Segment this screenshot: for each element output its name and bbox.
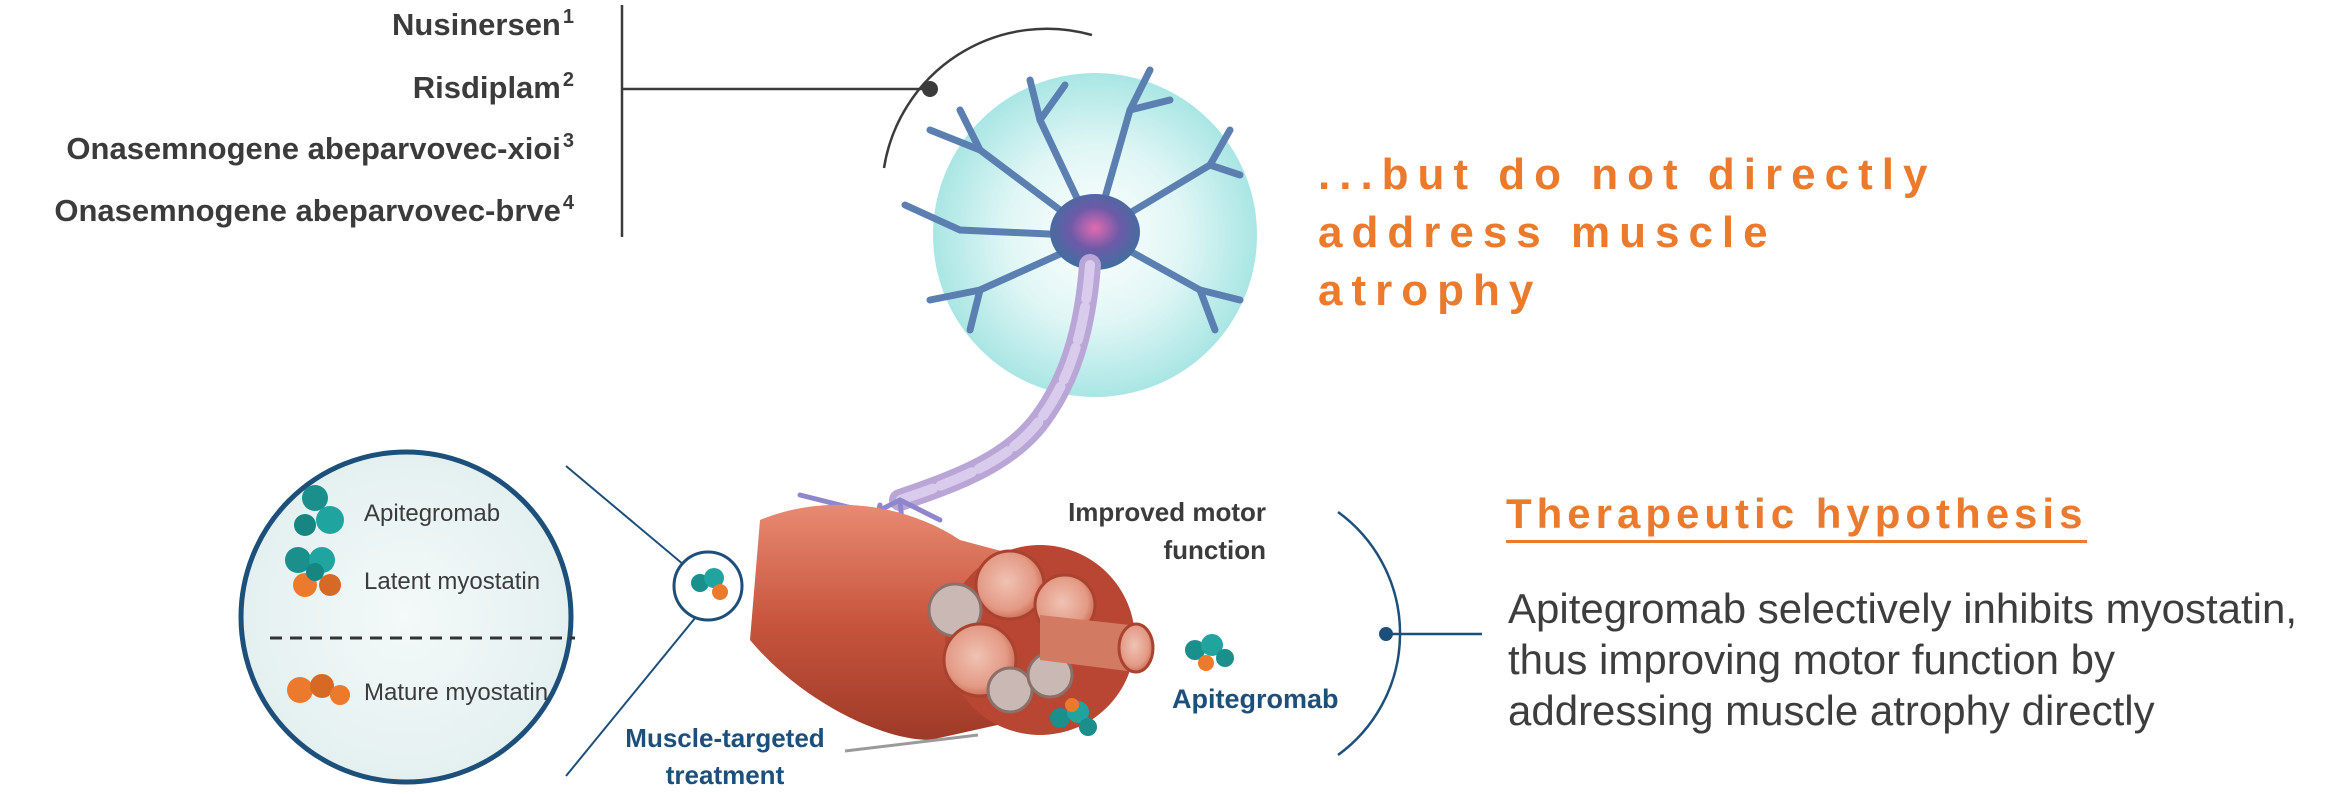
hypothesis-title: Therapeutic hypothesis (1506, 490, 2087, 543)
drug-nusinersen: Nusinersen1 (392, 7, 574, 40)
muscle-targeted-label: Muscle-targeted treatment (600, 720, 850, 794)
hypothesis-bracket (1338, 512, 1482, 755)
hypothesis-body: Apitegromab selectively inhibits myostat… (1508, 583, 2323, 736)
improved-motor-line-1: Improved motor (1040, 493, 1266, 531)
claim-text: ...but do not directly address muscle at… (1318, 146, 2038, 320)
muscle-targeted-line-1: Muscle-targeted (600, 720, 850, 757)
drug-onasemnogene-xioi: Onasemnogene abeparvovec-xioi3 (66, 131, 574, 164)
drug-onasemnogene-brve: Onasemnogene abeparvovec-brve4 (54, 193, 574, 226)
claim-line-2: address muscle (1318, 204, 2038, 262)
drug-risdiplam: Risdiplam2 (413, 70, 574, 103)
apitegromab-label: Apitegromab (1172, 684, 1339, 715)
legend-label-mature: Mature myostatin (364, 679, 548, 707)
claim-line-1: ...but do not directly (1318, 146, 2038, 204)
improved-motor-line-2: function (1040, 531, 1266, 569)
apitegromab-molecule-near (1185, 634, 1234, 671)
legend-label-apitegromab: Apitegromab (364, 500, 500, 528)
legend-label-latent: Latent myostatin (364, 568, 540, 596)
muscle-targeted-line-2: treatment (600, 757, 850, 794)
motor-neuron (800, 70, 1257, 555)
improved-motor-label: Improved motor function (1040, 493, 1266, 569)
claim-line-3: atrophy (1318, 262, 2038, 320)
